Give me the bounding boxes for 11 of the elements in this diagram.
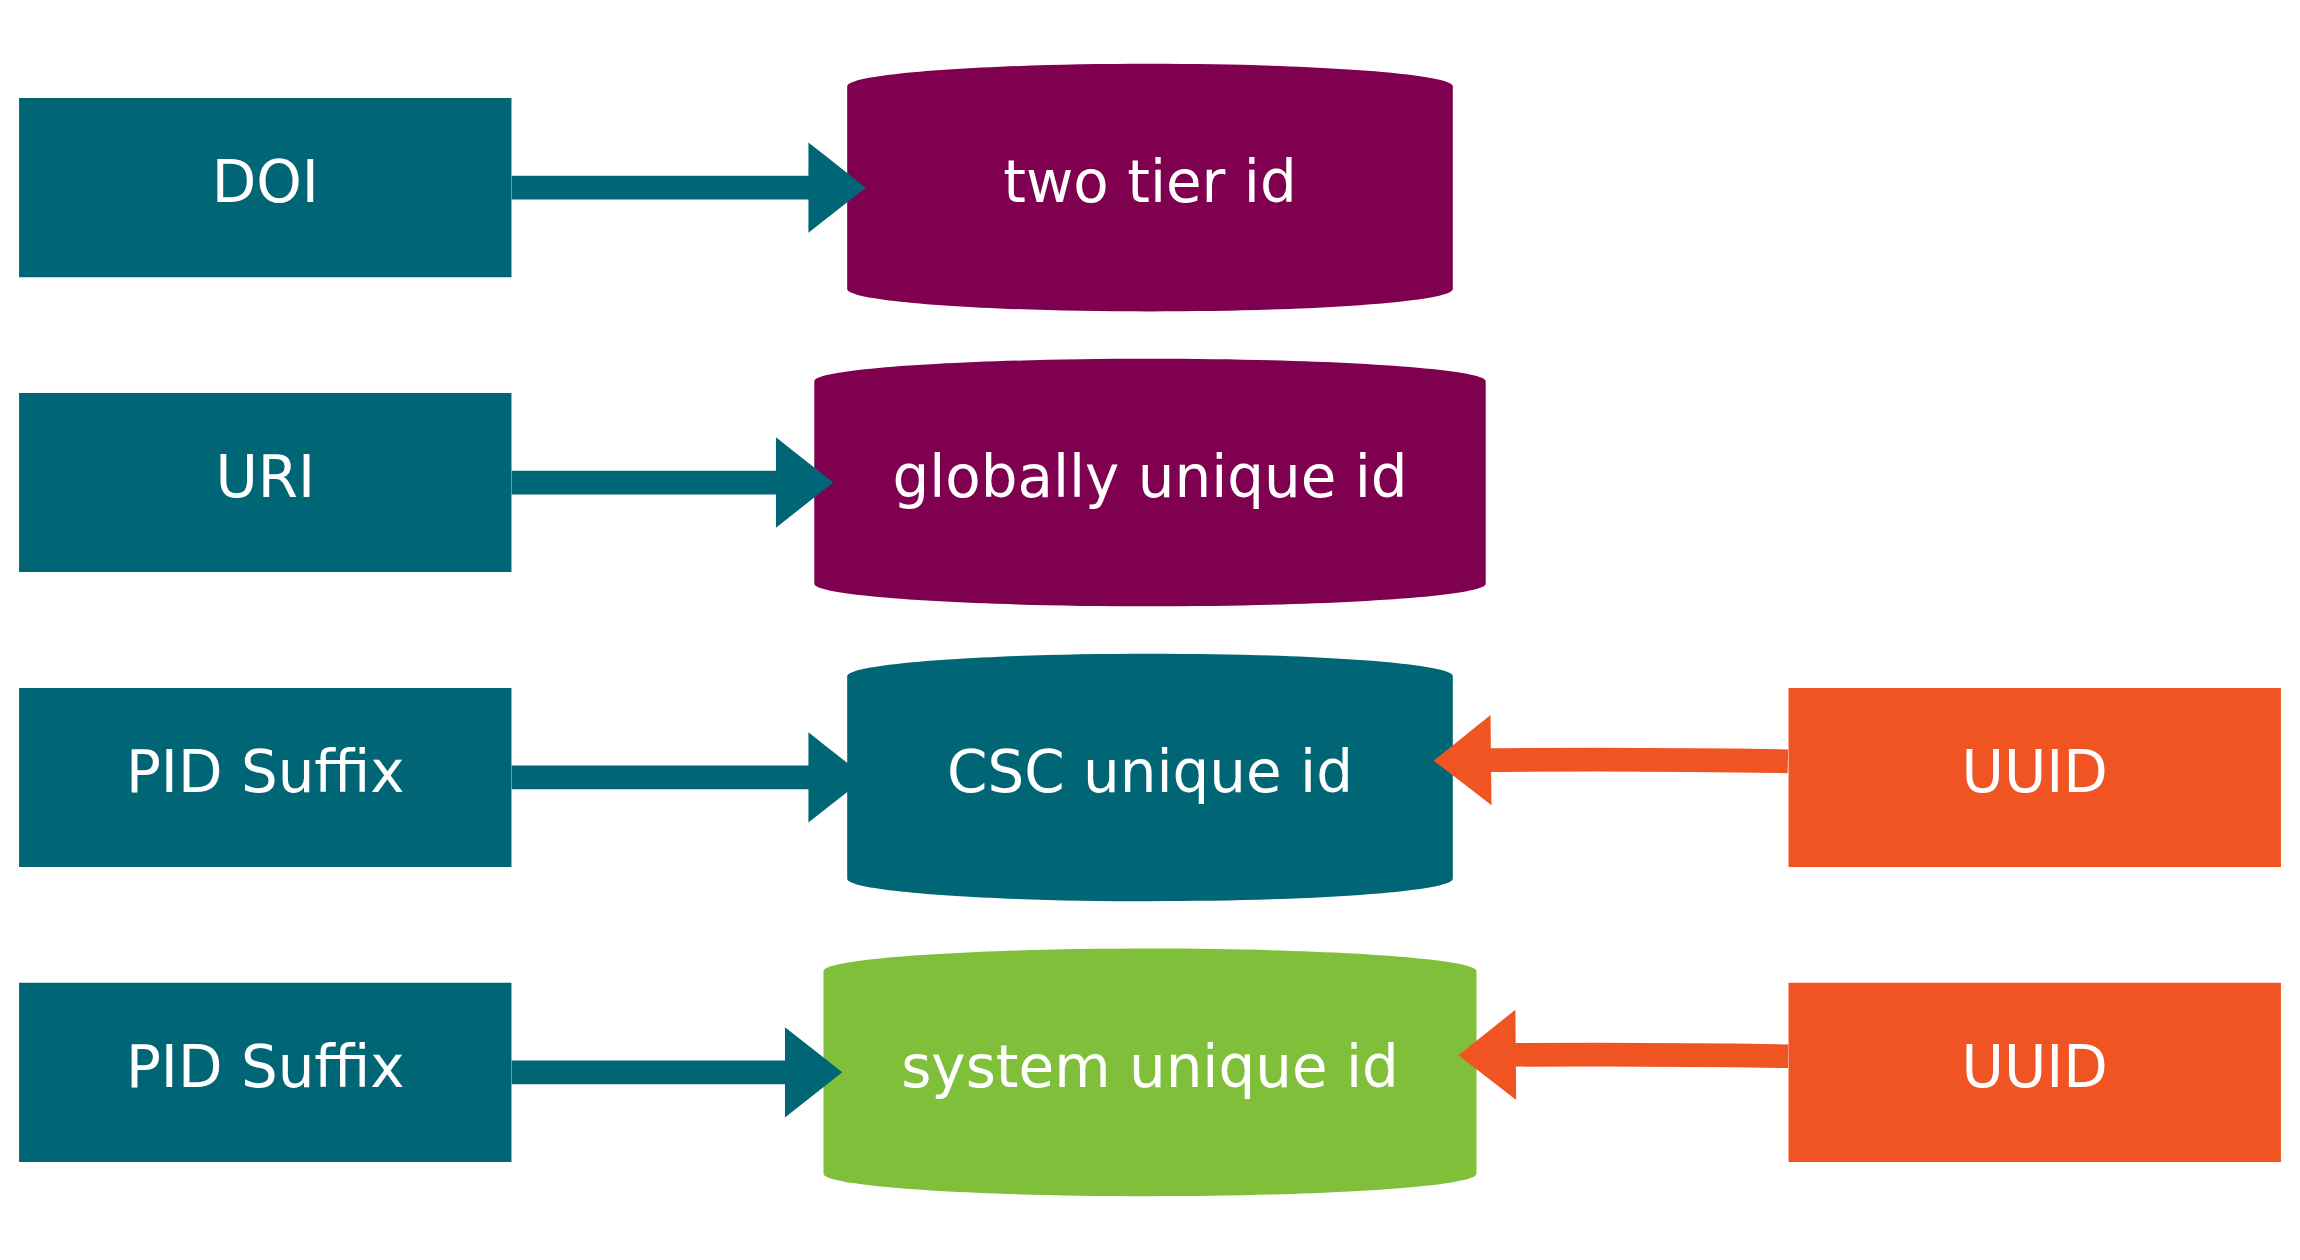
node-box: DOI <box>19 98 512 278</box>
node-box: UUID <box>1788 687 2281 867</box>
arrow <box>511 142 866 233</box>
arrow <box>1458 1009 1789 1100</box>
node-box: UUID <box>1788 982 2281 1162</box>
node-box: URI <box>19 393 512 573</box>
arrow <box>511 437 834 528</box>
arrow <box>511 1027 843 1118</box>
node-box: PID Suffix <box>19 982 512 1162</box>
node-box: PID Suffix <box>19 687 512 867</box>
arrow <box>1433 714 1789 806</box>
